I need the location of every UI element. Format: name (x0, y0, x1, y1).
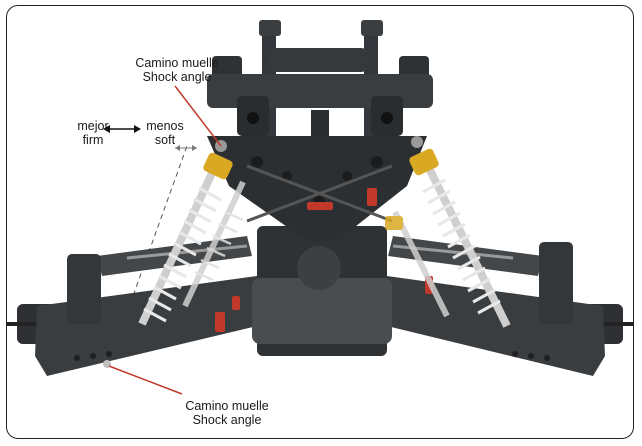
firm-label-line2: firm (82, 133, 104, 147)
soft-label: menos soft (139, 119, 191, 147)
right-shock (409, 136, 511, 328)
firm-label-line1: mejor (77, 119, 109, 133)
rc-car-illustration (7, 20, 633, 395)
firm-label: mejor firm (73, 119, 113, 147)
left-shock-rear (182, 180, 246, 308)
soft-label-line2: soft (154, 133, 176, 147)
soft-label-line1: menos (146, 119, 184, 133)
top-label-line1: Camino muelle (135, 56, 219, 70)
body-mount-bar (269, 48, 369, 72)
top-label-line2: Shock angle (142, 70, 212, 84)
front-bumper (252, 278, 392, 344)
figure-frame: Camino muelle Shock angle Camino muelle … (6, 5, 634, 439)
right-upper-arm (388, 236, 543, 276)
left-shock (138, 140, 233, 326)
right-shock-rear (385, 210, 450, 318)
bottom-shock-angle-label: Camino muelle Shock angle (167, 399, 287, 427)
bottom-label-line2: Shock angle (192, 413, 262, 427)
top-shock-angle-label: Camino muelle Shock angle (117, 56, 237, 84)
right-upright (539, 242, 573, 324)
bottom-label-line1: Camino muelle (185, 399, 269, 413)
diff-housing (297, 246, 341, 290)
bottom-leader-line (108, 365, 183, 395)
left-upright (67, 254, 101, 324)
top-leader-line (174, 85, 222, 147)
